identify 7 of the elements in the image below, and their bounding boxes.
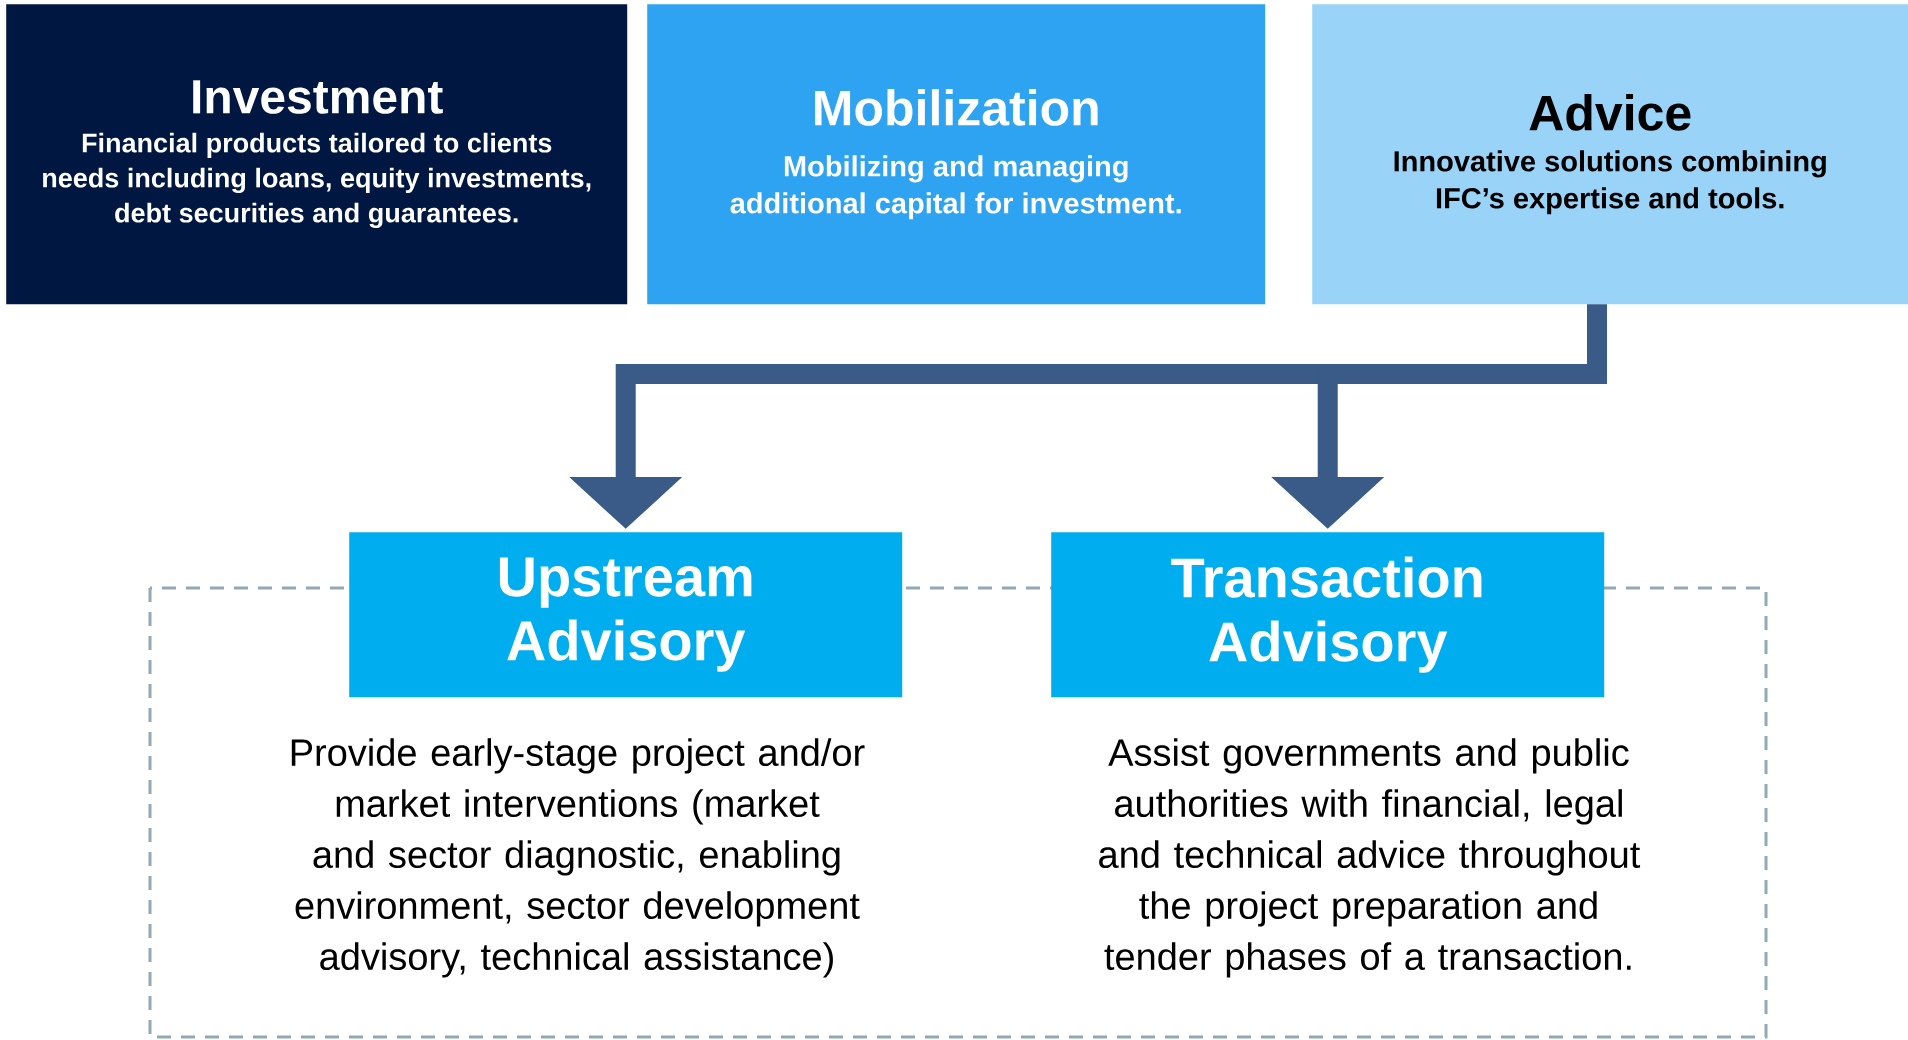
advisory-box: Upstream Advisory xyxy=(349,532,903,698)
service-box: Advice Innovative solutions combining IFC’s expertise and tools. xyxy=(1312,4,1908,305)
service-box: Investment Financial products tailored to clients needs including loans, equity investments, debt securities and guarantees. xyxy=(6,4,628,305)
description-text: Provide early-stage project and/or market interventions (market and sector diagnostic, enabling environment, sector development advisory, technical assistance) xyxy=(291,738,865,978)
service-box: Mobilization Mobilizing and managing additional capital for investment. xyxy=(647,4,1266,305)
advisory-box: Transaction Advisory xyxy=(1051,532,1605,698)
description-text: Assist governments and public authorities with financial, legal and technical advice throughout the project preparation and tender phases of a transaction. xyxy=(1099,738,1641,978)
